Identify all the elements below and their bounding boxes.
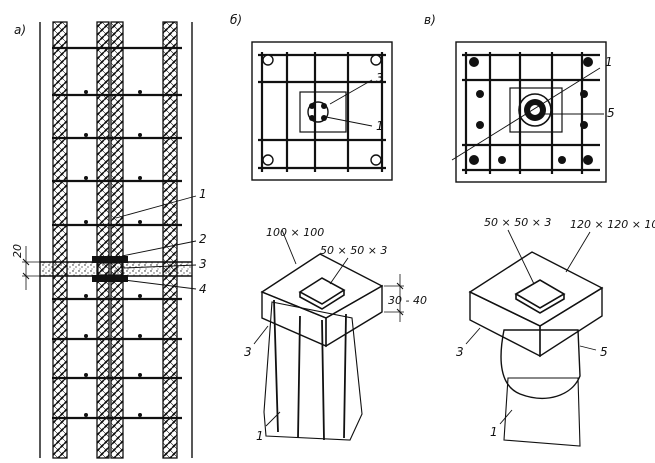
callout-iso-b-1: 1: [256, 429, 264, 443]
leader-plate-v: [565, 231, 591, 273]
callout-b-1: 1: [376, 119, 384, 133]
panel-b-isometric: 100 × 100 50 × 50 × 3 30 - 40 3 1: [244, 226, 427, 443]
plan-b-grid: [258, 52, 386, 172]
leader-plate-b: [281, 229, 297, 265]
callout-a-3: 3: [199, 257, 207, 271]
panel-v-plan: в) 1 5: [424, 13, 615, 183]
plan-b-plate: [299, 91, 347, 133]
leader-b-1: [325, 116, 373, 127]
panel-b-label: б): [230, 13, 242, 27]
panel-a-elevation: а): [11, 21, 207, 459]
leader-iso-v-1: [499, 409, 513, 425]
panel-a-label: а): [14, 23, 26, 37]
plan-v-insert: [518, 93, 552, 127]
leader-insert-v: [507, 229, 535, 285]
callout-v-1: 1: [605, 55, 613, 69]
callout-iso-v-5: 5: [600, 345, 608, 359]
callout-b-3: 3: [376, 71, 384, 85]
panel-b-plan: б) 3 1: [230, 13, 393, 181]
plan-v-outline: [455, 41, 607, 183]
dimension-insert-v: 50 × 50 × 3: [484, 216, 551, 229]
plan-v-plate: [509, 87, 563, 133]
callout-v-5: 5: [607, 106, 615, 120]
joint-dimension: 20: [11, 244, 40, 290]
panel-a-leaders: [115, 195, 197, 290]
lower-plate: [92, 275, 128, 282]
iso-v-rebars: [503, 377, 581, 447]
callout-iso-b-3: 3: [244, 345, 252, 359]
rebar-right: [162, 21, 178, 459]
rebar-left: [52, 21, 68, 459]
iso-b-rebars: [263, 301, 363, 441]
upper-plate: [92, 256, 128, 263]
dimension-thickness-b: 30 - 40: [388, 294, 427, 307]
plan-b-outline: [251, 41, 393, 181]
callout-a-2: 2: [199, 232, 207, 246]
mortar-joint: [40, 262, 192, 276]
callout-a-1: 1: [199, 187, 207, 201]
plan-v-grid: [462, 52, 600, 174]
callout-a-4: 4: [199, 282, 207, 296]
center-insert: [97, 262, 123, 276]
iso-b-plate-right: [325, 284, 383, 348]
dimension-20: 20: [11, 244, 24, 258]
leader-iso-b-3: [253, 325, 269, 345]
callout-iso-v-1: 1: [490, 425, 498, 439]
leader-iso-b-1: [265, 411, 281, 427]
iso-v-plate-top: [468, 251, 604, 327]
leader-b-3: [329, 79, 373, 105]
plan-b-insert: [307, 101, 329, 123]
leader-iso-v-3: [465, 327, 481, 345]
thickness-dimension-b: 30 - 40: [384, 274, 427, 322]
panel-v-label: в): [424, 13, 436, 27]
leader-v-1: [451, 67, 601, 161]
iso-v-plate-right: [539, 286, 603, 358]
plan-v-bars: [469, 57, 593, 165]
bar-dots: [84, 90, 142, 417]
dimension-plate-v: 120 × 120 × 10: [570, 218, 655, 231]
iso-v-tube: [500, 329, 581, 399]
leader-iso-v-5: [579, 345, 597, 351]
leader-insert-b: [329, 257, 349, 285]
rebar-center-b: [110, 21, 124, 459]
dimension-plate-b: 100 × 100: [266, 226, 324, 239]
rebar-center-a: [96, 21, 110, 459]
iso-b-bar-bundles: [273, 299, 347, 441]
plan-b-corner-bars: [262, 54, 382, 166]
dimension-insert-b: 50 × 50 × 3: [320, 244, 387, 257]
callout-iso-v-3: 3: [456, 345, 464, 359]
panel-v-isometric: 50 × 50 × 3 120 × 120 × 10 3 5 1: [456, 216, 655, 447]
